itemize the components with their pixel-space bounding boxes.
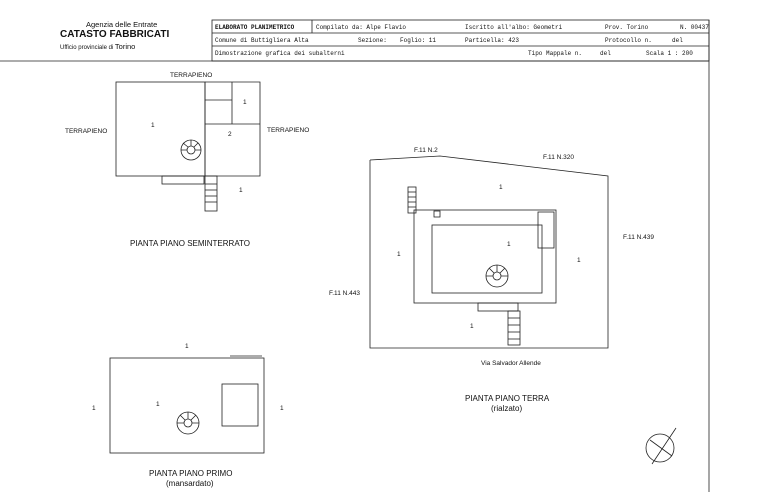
office-city: Torino xyxy=(114,42,136,51)
agency-name: Agenzia delle Entrate xyxy=(86,20,158,29)
sub-primo-right: 1 xyxy=(280,405,284,412)
scale: Scala 1 : 200 xyxy=(646,50,693,57)
catasto-title: CATASTO FABBRICATI xyxy=(60,29,170,40)
sub-seminterrato-small: 1 xyxy=(243,99,247,106)
parcel-n2: F.11 N.2 xyxy=(414,147,438,154)
office-provincial: Ufficio provinciale di Torino xyxy=(60,42,135,51)
terrapieno-top: TERRAPIENO xyxy=(170,72,213,79)
sub-terra-right: 1 xyxy=(577,257,581,264)
sub-seminterrato-main: 1 xyxy=(151,122,155,129)
province: Prov. Torino xyxy=(605,24,649,31)
sub-terra-top: 1 xyxy=(499,184,503,191)
particella: Particella: 423 xyxy=(465,37,520,44)
header-table-border xyxy=(211,19,710,62)
foglio: Foglio: 11 xyxy=(400,37,437,44)
terrapieno-left: TERRAPIENO xyxy=(65,128,108,135)
sezione: Sezione: xyxy=(358,37,387,44)
terrapieno-right: TERRAPIENO xyxy=(267,127,310,134)
doc-number: N. 00437 xyxy=(680,24,709,31)
sub-primo-inner: 1 xyxy=(156,401,160,408)
title-primo: PIANTA PIANO PRIMO xyxy=(149,469,233,478)
title-seminterrato: PIANTA PIANO SEMINTERRATO xyxy=(130,239,251,248)
seminterrato-outline xyxy=(115,81,261,212)
primo-outline xyxy=(109,355,265,454)
office-label: Ufficio provinciale di xyxy=(60,45,114,51)
protocollo-del: del xyxy=(672,37,683,44)
north-arrow-icon xyxy=(645,427,677,465)
parcel-n443: F.11 N.443 xyxy=(329,290,360,297)
sub-seminterrato-room: 2 xyxy=(228,131,232,138)
tipo-del: del xyxy=(600,50,611,57)
demo-label: Dimostrazione grafica dei subalterni xyxy=(215,50,345,57)
subtitle-primo: (mansardato) xyxy=(166,479,214,488)
parcel-n320: F.11 N.320 xyxy=(543,154,574,161)
street-name: Via Salvador Allende xyxy=(481,360,541,367)
title-terra: PIANTA PIANO TERRA xyxy=(465,394,550,403)
sub-terra-bottom: 1 xyxy=(470,323,474,330)
compiled-by: Compilato da: Alpe Flavio xyxy=(316,24,407,31)
sub-terra-left: 1 xyxy=(397,251,401,258)
subtitle-terra: (rialzato) xyxy=(491,404,523,413)
sub-primo-left: 1 xyxy=(92,405,96,412)
sub-primo-top: 1 xyxy=(185,343,189,350)
sub-terra-center: 1 xyxy=(507,241,511,248)
tipo-mappale: Tipo Mappale n. xyxy=(528,50,583,57)
comune: Comune di Buttigliera Alta xyxy=(215,37,309,44)
protocollo: Protocollo n. xyxy=(605,37,652,44)
parcel-n439: F.11 N.439 xyxy=(623,234,654,241)
sub-seminterrato-outside: 1 xyxy=(239,187,243,194)
terra-outline xyxy=(369,155,609,349)
doc-type: ELABORATO PLANIMETRICO xyxy=(215,24,295,31)
registered: Iscritto all'albo: Geometri xyxy=(465,24,563,31)
